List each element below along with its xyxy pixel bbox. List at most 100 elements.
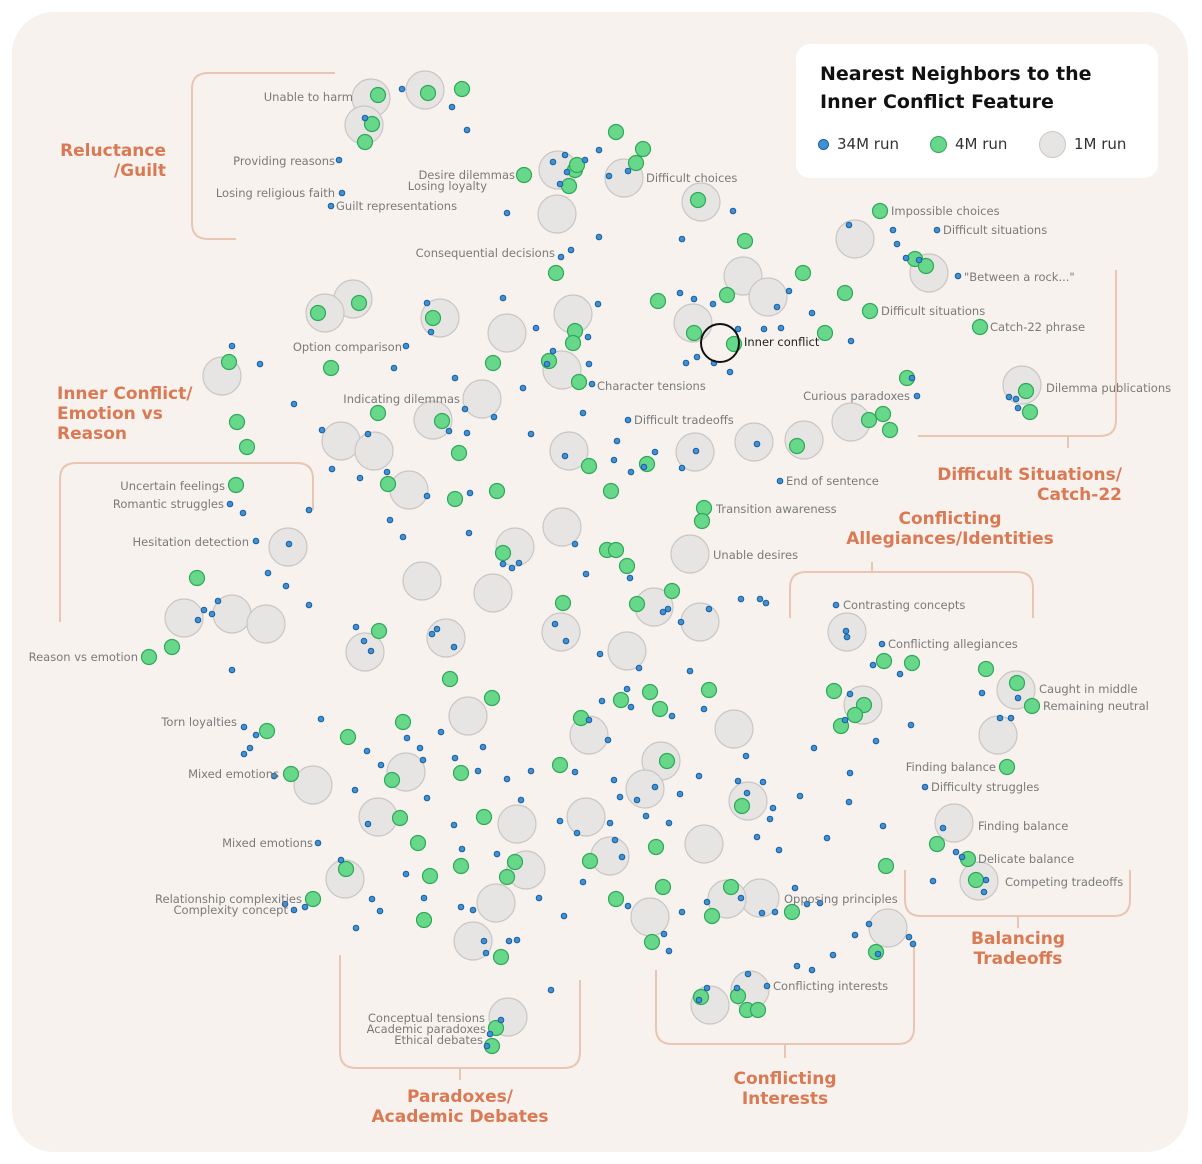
1m-run-point-15 bbox=[487, 313, 527, 353]
34m-run-point-254 bbox=[486, 1030, 494, 1038]
4m-run-point-48 bbox=[450, 444, 468, 462]
34m-run-point-210 bbox=[281, 900, 289, 908]
34m-run-point-164 bbox=[571, 768, 579, 776]
34m-run-point-28 bbox=[954, 272, 962, 280]
point-label-12: Difficult situations bbox=[881, 304, 985, 318]
34m-run-point-32 bbox=[777, 324, 785, 332]
4m-run-point-58 bbox=[693, 512, 711, 530]
34m-run-point-63 bbox=[613, 437, 621, 445]
4m-run-point-73 bbox=[641, 683, 659, 701]
4m-run-point-49 bbox=[788, 437, 806, 455]
34m-run-point-67 bbox=[627, 468, 635, 476]
34m-run-point-42 bbox=[726, 368, 734, 376]
4m-run-point-62 bbox=[618, 557, 636, 575]
1m-run-point-55 bbox=[293, 765, 333, 805]
34m-run-point-99 bbox=[515, 559, 523, 567]
4m-run-point-53 bbox=[379, 475, 397, 493]
34m-run-point-153 bbox=[363, 747, 371, 755]
point-label-20: Dilemma publications bbox=[1046, 381, 1171, 395]
4m-run-point-27 bbox=[564, 334, 582, 352]
4m-run-point-110 bbox=[304, 890, 322, 908]
4m-run-point-18 bbox=[917, 257, 935, 275]
4m-run-point-54 bbox=[446, 490, 464, 508]
1m-run-point-60 bbox=[566, 797, 606, 837]
34m-run-point-144 bbox=[996, 714, 1004, 722]
34m-run-point-89 bbox=[466, 489, 474, 497]
4m-run-point-70 bbox=[441, 670, 459, 688]
4m-run-point-109 bbox=[581, 852, 599, 870]
34m-run-point-38 bbox=[734, 325, 742, 333]
34m-run-point-111 bbox=[756, 595, 764, 603]
34m-run-point-98 bbox=[399, 533, 407, 541]
34m-run-point-11 bbox=[556, 180, 564, 188]
34m-run-point-66 bbox=[640, 463, 648, 471]
34m-run-point-45 bbox=[594, 300, 602, 308]
legend-item-1m: 1M run bbox=[1039, 130, 1126, 158]
4m-run-point-1 bbox=[369, 86, 387, 104]
1m-run-point-62 bbox=[934, 803, 974, 843]
4m-run-point-78 bbox=[903, 654, 921, 672]
point-label-23: Unable desires bbox=[713, 548, 798, 562]
34m-run-point-136 bbox=[598, 697, 606, 705]
34m-run-point-198 bbox=[665, 819, 673, 827]
34m-run-point-4 bbox=[335, 156, 343, 164]
4m-run-point-13 bbox=[689, 191, 707, 209]
34m-run-point-152 bbox=[240, 750, 248, 758]
34m-run-point-96 bbox=[305, 601, 313, 609]
34m-run-point-101 bbox=[465, 529, 473, 537]
34m-run-point-60 bbox=[519, 384, 527, 392]
34m-run-point-247 bbox=[793, 962, 801, 970]
34m-run-point-134 bbox=[686, 667, 694, 675]
34m-run-point-245 bbox=[744, 970, 752, 978]
34m-run-point-79 bbox=[256, 360, 264, 368]
point-label-5: Desire dilemmas bbox=[418, 168, 515, 182]
34m-run-point-204 bbox=[939, 824, 947, 832]
34m-run-point-170 bbox=[651, 783, 659, 791]
4m-run-point-111 bbox=[654, 878, 672, 896]
34m-run-point-151 bbox=[246, 744, 254, 752]
34m-run-point-180 bbox=[845, 798, 853, 806]
34m-run-point-206 bbox=[952, 848, 960, 856]
4m-run-point-97 bbox=[475, 808, 493, 826]
34m-run-point-107 bbox=[664, 605, 672, 613]
1m-run-point-32 bbox=[542, 507, 582, 547]
34m-run-point-70 bbox=[651, 448, 659, 456]
category-bracket-2 bbox=[59, 462, 314, 622]
34m-run-point-211 bbox=[290, 906, 298, 914]
point-label-30: Caught in middle bbox=[1039, 682, 1138, 696]
point-label-28: Contrasting concepts bbox=[843, 598, 965, 612]
34m-run-point-138 bbox=[668, 712, 676, 720]
4m-run-point-95 bbox=[733, 797, 751, 815]
34m-run-point-123 bbox=[194, 616, 202, 624]
34m-run-point-158 bbox=[419, 756, 427, 764]
34m-run-point-12 bbox=[581, 156, 589, 164]
34m-run-point-78 bbox=[1014, 404, 1022, 412]
point-label-39: Mixed emotions bbox=[222, 836, 313, 850]
4m-run-point-20 bbox=[718, 286, 736, 304]
4m-run-point-107 bbox=[498, 868, 516, 886]
34m-run-point-84 bbox=[364, 430, 372, 438]
34m-run-point-143 bbox=[907, 721, 915, 729]
legend-item-34m: 34M run bbox=[818, 132, 899, 156]
point-label-26: Hesitation detection bbox=[133, 535, 249, 549]
34m-run-point-219 bbox=[469, 906, 477, 914]
point-label-44: Conceptual tensions bbox=[368, 1011, 485, 1025]
point-label-14: Inner conflict bbox=[744, 335, 820, 349]
4m-run-point-117 bbox=[643, 933, 661, 951]
4m-run-point-67 bbox=[370, 622, 388, 640]
34m-run-point-74 bbox=[913, 392, 921, 400]
34m-run-point-229 bbox=[737, 894, 745, 902]
point-label-43: Conflicting interests bbox=[773, 979, 888, 993]
4m-run-point-45 bbox=[860, 411, 878, 429]
4m-run-point-118 bbox=[492, 948, 510, 966]
1m-run-point-71 bbox=[868, 908, 908, 948]
point-label-11: "Between a rock..." bbox=[964, 270, 1075, 284]
4m-run-point-43 bbox=[228, 413, 246, 431]
34m-run-point-246 bbox=[763, 982, 771, 990]
34m-run-point-236 bbox=[905, 933, 913, 941]
category-label-6: Paradoxes/Academic Debates bbox=[372, 1087, 549, 1127]
point-label-38: Mixed emotions bbox=[188, 767, 279, 781]
4m-run-point-8 bbox=[634, 140, 652, 158]
1m-run-point-66 bbox=[325, 859, 365, 899]
